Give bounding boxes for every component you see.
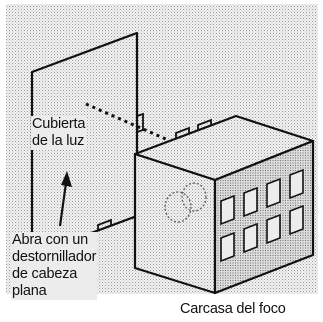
instruction-line-2: destornillador bbox=[12, 249, 97, 265]
instruction-line-1: Abra con un bbox=[12, 232, 88, 248]
light-cover-label-line-1: Cubierta bbox=[32, 116, 86, 132]
instruction-line-3: de cabeza bbox=[12, 266, 78, 282]
instruction-line-4: plana bbox=[12, 283, 47, 299]
screwdriver-instruction-label: Abra con un destornillador de cabeza pla… bbox=[11, 232, 98, 300]
bulb-housing-label: Carcasa del foco bbox=[180, 301, 286, 317]
pry-arrow bbox=[58, 171, 72, 227]
bulb-housing-box bbox=[133, 114, 315, 295]
light-cover-label: Cubierta de la luz bbox=[31, 116, 87, 150]
light-cover-label-line-2: de la luz bbox=[32, 133, 85, 149]
alignment-dotted-line bbox=[85, 102, 169, 142]
